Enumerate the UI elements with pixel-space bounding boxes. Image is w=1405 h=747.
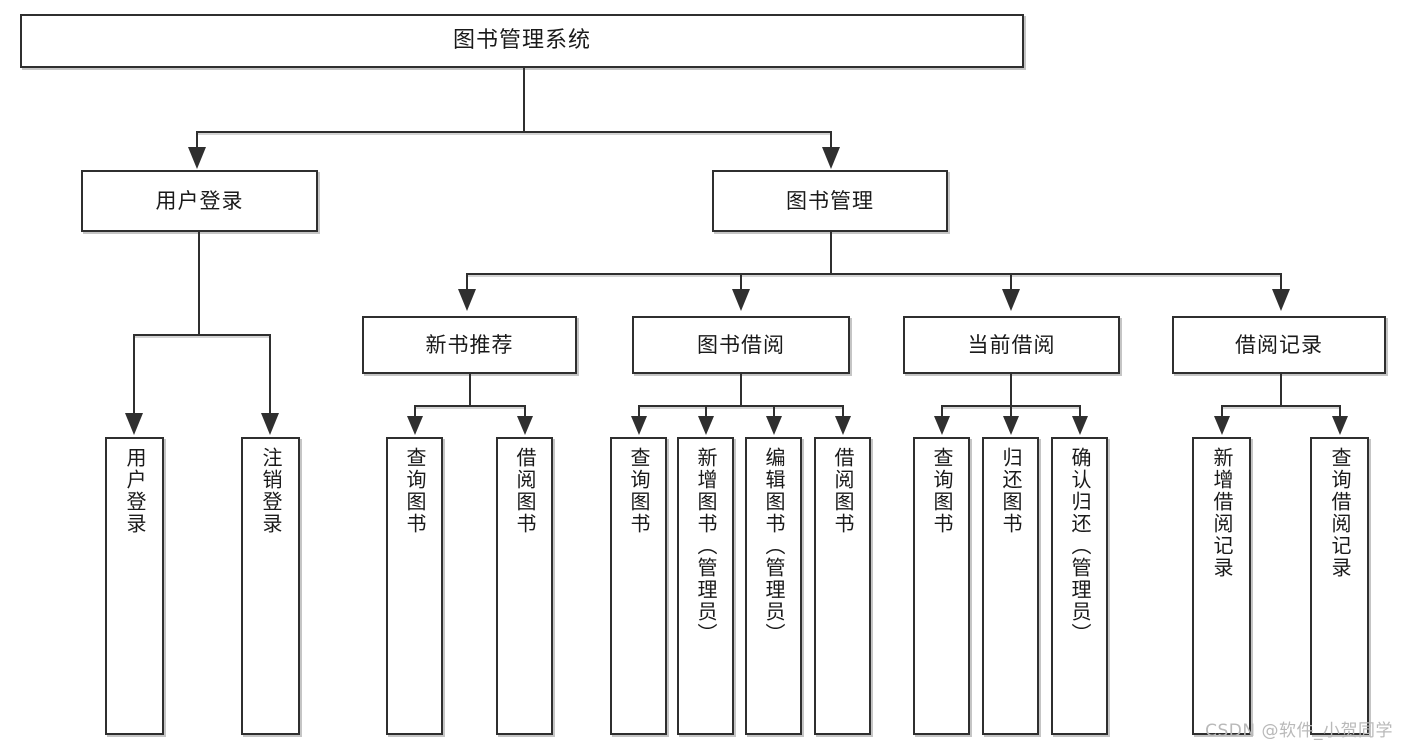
arrowhead-cb-leaf-2 bbox=[1003, 416, 1019, 435]
node-label: 借阅记录 bbox=[1235, 332, 1323, 357]
arrowhead-br-leaf-1 bbox=[1214, 416, 1230, 435]
arrowhead-nb-leaf-1 bbox=[407, 416, 423, 435]
connector-bb-to-leaf-3 bbox=[773, 405, 775, 418]
leaf-current-borrow-2[interactable]: 归还图书 bbox=[982, 437, 1039, 735]
node-label: 归还图书 bbox=[999, 447, 1023, 535]
connector-new-book-stem bbox=[469, 374, 471, 405]
arrowhead-nb-leaf-2 bbox=[517, 416, 533, 435]
leaf-book-borrow-3[interactable]: 编辑图书（管理员） bbox=[745, 437, 802, 735]
arrowhead-bb-leaf-4 bbox=[835, 416, 851, 435]
node-current-borrow[interactable]: 当前借阅 bbox=[903, 316, 1120, 374]
connector-user-login-stem bbox=[198, 232, 200, 334]
arrowhead-cb-leaf-3 bbox=[1072, 416, 1088, 435]
node-label: 用户登录 bbox=[155, 188, 244, 213]
connector-borrow-record-stem bbox=[1280, 374, 1282, 405]
node-label: 查询图书 bbox=[627, 447, 651, 535]
node-label: 查询借阅记录 bbox=[1328, 447, 1352, 579]
connector-cb-to-leaf-1 bbox=[941, 405, 943, 418]
arrowhead-br-leaf-2 bbox=[1332, 416, 1348, 435]
leaf-current-borrow-3[interactable]: 确认归还（管理员） bbox=[1051, 437, 1108, 735]
leaf-book-borrow-1[interactable]: 查询图书 bbox=[610, 437, 667, 735]
arrowhead-bm-current-borrow bbox=[1002, 289, 1020, 311]
csdn-watermark: CSDN @软件_小贺同学 bbox=[1205, 721, 1393, 741]
connector-br-to-leaf-1 bbox=[1221, 405, 1223, 418]
arrowhead-user-login-leaf-1 bbox=[125, 413, 143, 435]
connector-nb-to-leaf-2 bbox=[524, 405, 526, 418]
connector-cb-to-leaf-3 bbox=[1079, 405, 1081, 418]
connector-bm-to-current-borrow bbox=[1010, 273, 1012, 291]
node-label: 新书推荐 bbox=[425, 332, 514, 357]
node-label: 图书管理系统 bbox=[452, 28, 591, 54]
leaf-book-borrow-2[interactable]: 新增图书（管理员） bbox=[677, 437, 734, 735]
leaf-borrow-record-2[interactable]: 查询借阅记录 bbox=[1310, 437, 1369, 735]
node-label: 新增借阅记录 bbox=[1210, 447, 1234, 579]
node-label: 借阅图书 bbox=[831, 447, 855, 535]
connector-bm-to-book-borrow bbox=[740, 273, 742, 291]
arrowhead-root-to-book-management bbox=[822, 147, 840, 169]
arrowhead-root-to-user-login bbox=[188, 147, 206, 169]
node-book-borrow[interactable]: 图书借阅 bbox=[632, 316, 850, 374]
connector-bb-to-leaf-4 bbox=[842, 405, 844, 418]
arrowhead-bb-leaf-1 bbox=[631, 416, 647, 435]
node-label: 查询图书 bbox=[403, 447, 427, 535]
leaf-user-login-2[interactable]: 注销登录 bbox=[241, 437, 300, 735]
arrowhead-user-login-leaf-2 bbox=[261, 413, 279, 435]
leaf-book-borrow-4[interactable]: 借阅图书 bbox=[814, 437, 871, 735]
node-new-book-recommend[interactable]: 新书推荐 bbox=[362, 316, 577, 374]
node-book-management[interactable]: 图书管理 bbox=[712, 170, 948, 232]
node-label: 用户登录 bbox=[123, 447, 147, 535]
connector-br-to-leaf-2 bbox=[1339, 405, 1341, 418]
connector-bb-to-leaf-1 bbox=[638, 405, 640, 418]
leaf-new-book-2[interactable]: 借阅图书 bbox=[496, 437, 553, 735]
connector-current-borrow-stem bbox=[1010, 374, 1012, 405]
connector-user-login-bus bbox=[133, 334, 269, 336]
connector-root-stem bbox=[523, 68, 525, 131]
connector-borrow-record-bus bbox=[1221, 405, 1339, 407]
arrowhead-bm-new-book bbox=[458, 289, 476, 311]
connector-cb-to-leaf-2 bbox=[1010, 405, 1012, 418]
connector-new-book-bus bbox=[414, 405, 524, 407]
connector-root-to-user-login bbox=[196, 131, 198, 149]
node-user-login[interactable]: 用户登录 bbox=[81, 170, 318, 232]
connector-user-login-to-leaf-2 bbox=[269, 334, 271, 415]
connector-book-management-stem bbox=[830, 232, 832, 273]
node-label: 查询图书 bbox=[930, 447, 954, 535]
connector-root-to-book-management bbox=[830, 131, 832, 149]
node-label: 注销登录 bbox=[259, 447, 283, 535]
leaf-new-book-1[interactable]: 查询图书 bbox=[386, 437, 443, 735]
connector-bb-to-leaf-2 bbox=[705, 405, 707, 418]
arrowhead-bb-leaf-3 bbox=[766, 416, 782, 435]
arrowhead-bb-leaf-2 bbox=[698, 416, 714, 435]
arrowhead-bm-book-borrow bbox=[732, 289, 750, 311]
leaf-user-login-1[interactable]: 用户登录 bbox=[105, 437, 164, 735]
node-label: 图书借阅 bbox=[697, 332, 785, 357]
connector-book-borrow-bus bbox=[638, 405, 842, 407]
leaf-current-borrow-1[interactable]: 查询图书 bbox=[913, 437, 970, 735]
node-label: 编辑图书（管理员） bbox=[762, 447, 786, 645]
node-label: 新增图书（管理员） bbox=[694, 447, 718, 645]
arrowhead-bm-borrow-record bbox=[1272, 289, 1290, 311]
connector-bm-to-borrow-record bbox=[1280, 273, 1282, 291]
node-label: 图书管理 bbox=[786, 188, 874, 213]
connector-bm-to-new-book bbox=[466, 273, 468, 291]
leaf-borrow-record-1[interactable]: 新增借阅记录 bbox=[1192, 437, 1251, 735]
node-borrow-record[interactable]: 借阅记录 bbox=[1172, 316, 1386, 374]
node-label: 确认归还（管理员） bbox=[1068, 447, 1092, 645]
node-label: 当前借阅 bbox=[967, 332, 1056, 357]
node-label: 借阅图书 bbox=[513, 447, 537, 535]
connector-root-bus bbox=[196, 131, 831, 133]
connector-nb-to-leaf-1 bbox=[414, 405, 416, 418]
node-root-book-management-system[interactable]: 图书管理系统 bbox=[20, 14, 1024, 68]
connector-user-login-to-leaf-1 bbox=[133, 334, 135, 415]
connector-book-management-bus bbox=[466, 273, 1280, 275]
connector-book-borrow-stem bbox=[740, 374, 742, 405]
arrowhead-cb-leaf-1 bbox=[934, 416, 950, 435]
